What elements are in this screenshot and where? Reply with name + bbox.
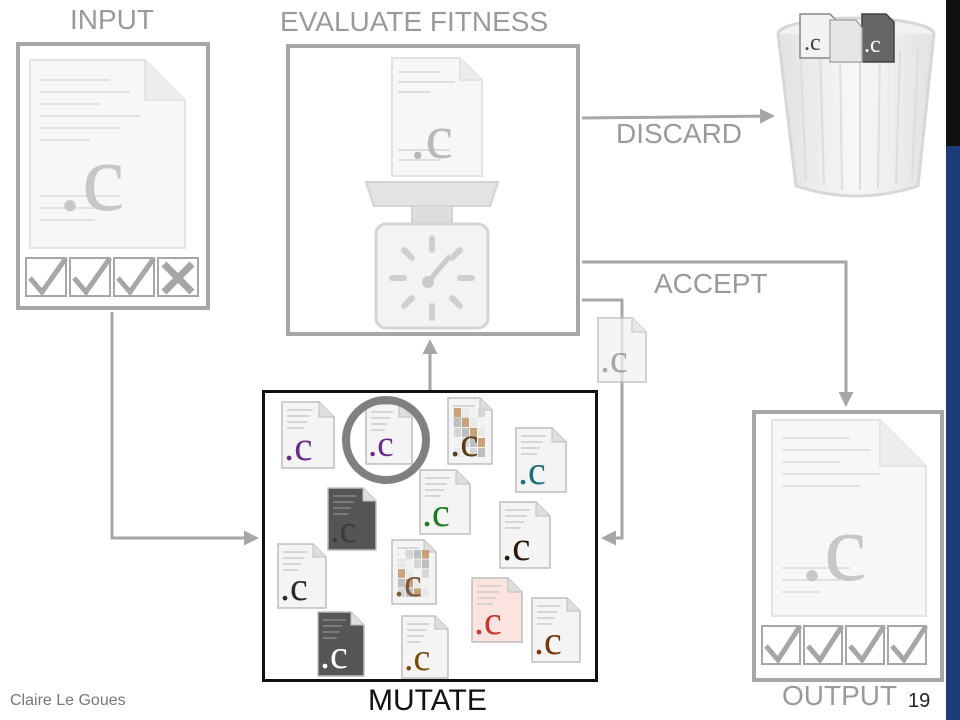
- slide-accent-bar-top: [946, 0, 960, 146]
- variant-file-ext: .c: [394, 560, 422, 605]
- output-test-pass-3-icon: [845, 624, 887, 665]
- variant-document-icon: .c: [365, 403, 413, 465]
- scale-icon: [364, 181, 500, 330]
- accept-arrow: [582, 260, 854, 407]
- variant-document-icon: .c: [277, 543, 327, 609]
- variant-file-ext: .c: [320, 632, 348, 677]
- svg-text:.c: .c: [410, 104, 453, 172]
- output-test-results: [761, 624, 929, 665]
- evaluated-document-icon: .c: [391, 57, 483, 177]
- output-test-pass-4-icon: [887, 624, 929, 665]
- output-test-pass-1-icon: [761, 624, 803, 665]
- input-test-pass-3-icon: [113, 256, 157, 297]
- flow-arrows: [110, 108, 854, 546]
- return-to-mutate-arrow: [582, 298, 624, 546]
- variant-document-icon: .c: [447, 397, 493, 465]
- svg-text:.c: .c: [600, 336, 628, 381]
- variant-population: .c.c.c.c.c.c.c.c.c.c.c.c.c: [277, 397, 581, 679]
- output-document-icon: .c: [771, 419, 927, 617]
- svg-text:.c: .c: [804, 30, 821, 56]
- variant-document-icon: .c: [281, 401, 335, 469]
- accept-label: ACCEPT: [654, 268, 768, 299]
- variant-file-ext: .c: [404, 637, 430, 679]
- output-box: [752, 410, 944, 682]
- input-label: INPUT: [70, 4, 154, 35]
- input-test-results: [25, 256, 199, 297]
- evaluate-fitness-label: EVALUATE FITNESS: [280, 6, 549, 37]
- mutate-box: [262, 390, 598, 682]
- discard-arrow: [581, 108, 775, 124]
- trash-bin-icon: [776, 16, 936, 198]
- variant-document-icon: .c: [327, 487, 377, 551]
- input-to-mutate-arrow: [110, 312, 259, 546]
- author-footer: Claire Le Goues: [10, 692, 126, 709]
- output-label: OUTPUT: [782, 680, 898, 711]
- slide-accent-bar: [946, 146, 960, 720]
- variant-document-icon: .c: [515, 427, 567, 493]
- variant-document-icon: .c: [531, 597, 581, 663]
- variant-document-icon: .c: [401, 615, 449, 679]
- variant-file-ext: .c: [422, 490, 450, 535]
- variant-file-ext: .c: [368, 424, 394, 465]
- variant-file-ext: .c: [502, 523, 530, 569]
- output-test-pass-2-icon: [803, 624, 845, 665]
- discarded-document-3-icon: [829, 19, 863, 63]
- discard-label: DISCARD: [616, 118, 743, 149]
- input-test-fail-icon: [157, 257, 199, 297]
- input-document-icon: .c: [29, 59, 186, 249]
- variant-file-ext: .c: [450, 419, 478, 465]
- svg-text:.c: .c: [58, 124, 125, 231]
- discarded-document-2-icon: .c: [861, 13, 895, 63]
- variant-file-ext: .c: [330, 509, 356, 551]
- variant-file-ext: .c: [518, 448, 546, 493]
- svg-text:.c: .c: [864, 32, 881, 58]
- variant-file-ext: .c: [280, 564, 308, 609]
- svg-text:.c: .c: [800, 494, 867, 601]
- variant-document-icon: .c: [391, 539, 437, 605]
- evaluate-fitness-box: [286, 44, 580, 336]
- input-test-pass-1-icon: [25, 256, 69, 297]
- variant-document-icon: .c: [471, 577, 523, 643]
- mutate-label: MUTATE: [368, 684, 487, 717]
- candidate-document-icon: .c: [597, 317, 647, 383]
- page-number: 19: [908, 690, 931, 712]
- selection-circle: [342, 396, 430, 484]
- variant-file-ext: .c: [284, 423, 312, 469]
- variant-document-icon: .c: [317, 611, 365, 677]
- variant-document-icon: .c: [419, 469, 471, 535]
- variant-file-ext: .c: [474, 598, 502, 643]
- input-test-pass-2-icon: [69, 256, 113, 297]
- input-box: [16, 42, 210, 310]
- variant-document-icon: .c: [499, 501, 551, 569]
- variant-file-ext: .c: [534, 618, 562, 663]
